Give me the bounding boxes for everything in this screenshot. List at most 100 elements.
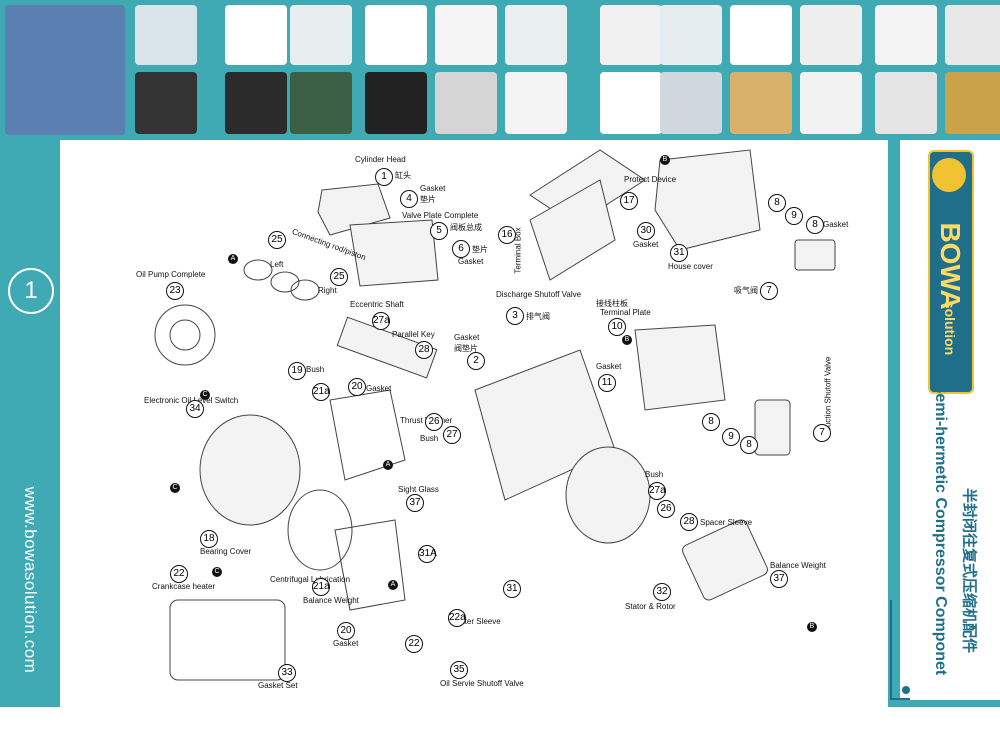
thumb-hinges[interactable] <box>365 72 427 134</box>
label-valve-plate: Valve Plate Complete <box>402 211 479 220</box>
callout-7: 7 <box>760 282 778 300</box>
thumb-controller[interactable] <box>505 72 567 134</box>
label-gasket-6: Gasket <box>458 257 484 266</box>
thumb-coil-tube[interactable] <box>800 5 862 65</box>
thumb-tools[interactable] <box>435 5 497 65</box>
callout-21a-b: 21a <box>312 578 330 596</box>
callout-5: 5 <box>430 222 448 240</box>
label-cn-10: 接线柱板 <box>596 299 628 308</box>
label-cn-3: 排气阀 <box>526 312 550 321</box>
label-discharge: Discharge Shutoff Valve <box>496 290 582 299</box>
thumb-pressure-switch-a[interactable] <box>730 72 792 134</box>
callout-33: 33 <box>278 664 296 682</box>
label-bush-19: Bush <box>306 365 325 374</box>
thumb-cylinder-tank[interactable] <box>505 5 567 65</box>
label-gasket-set: Gasket Set <box>258 681 298 690</box>
terminal-box-part <box>529 149 646 281</box>
marker-a2: A <box>383 460 393 470</box>
thumb-brass-valve[interactable] <box>875 72 937 134</box>
thumb-expansion-valve[interactable] <box>945 72 1000 134</box>
valve-plate-part <box>349 219 439 287</box>
callout-27a: 27a <box>648 482 666 500</box>
label-balance-37: Balance Weight <box>770 561 826 570</box>
callout-16: 16 <box>498 226 516 244</box>
callout-22: 22 <box>170 565 188 583</box>
thumb-ac-box[interactable] <box>435 72 497 134</box>
thumb-copper-fittings[interactable] <box>660 72 722 134</box>
gasket-20b-part <box>334 519 406 611</box>
callout-32: 32 <box>653 583 671 601</box>
centrifugal-part <box>287 489 353 571</box>
callout-21a: 21a <box>312 383 330 401</box>
callout-8d: 8 <box>740 436 758 454</box>
label-bush-27a: Bush <box>645 470 664 479</box>
marker-c3: C <box>212 567 222 577</box>
callout-30: 31 <box>670 244 688 262</box>
thumb-compact-unit[interactable] <box>135 72 197 134</box>
callout-31: 31 <box>503 580 521 598</box>
callout-18: 18 <box>200 530 218 548</box>
label-spacer: Spacer Sleeve <box>700 518 753 527</box>
marker-c2: C <box>170 483 180 493</box>
website-url[interactable]: www.bowasolution.com <box>21 486 40 674</box>
callout-20: 20 <box>348 378 366 396</box>
thumb-fittings[interactable] <box>660 5 722 65</box>
connecting-rod-part <box>243 259 320 301</box>
gasket-set-part <box>169 599 286 681</box>
oil-pump-part <box>154 304 216 366</box>
side-cover-part <box>634 324 726 411</box>
bullet-dot <box>902 686 910 694</box>
label-cn-1: 缸头 <box>395 171 411 180</box>
marker-b2: B <box>622 335 632 345</box>
callout-17: 17 <box>620 192 638 210</box>
callout-9: 9 <box>785 207 803 225</box>
callout-22a: 22a <box>448 609 466 627</box>
thumb-pressure-switch-b[interactable] <box>800 72 862 134</box>
label-cn-5: 阀板总成 <box>450 223 482 232</box>
thumb-wire-frame-unit[interactable] <box>225 5 287 65</box>
callout-11: 11 <box>598 374 616 392</box>
thumb-valve-pair[interactable] <box>600 5 662 65</box>
label-gasket-8: Gasket <box>823 220 849 229</box>
callout-19: 19 <box>288 362 306 380</box>
thumb-thermostat[interactable] <box>600 72 662 134</box>
label-gasket-29: Gasket <box>633 240 659 249</box>
callout-22b: 22 <box>405 635 423 653</box>
thumb-expansion-valves[interactable] <box>945 5 1000 65</box>
exploded-compressor-diagram <box>154 149 836 681</box>
frame-line <box>890 698 910 700</box>
thumb-rings[interactable] <box>730 5 792 65</box>
page-number: 1 <box>8 268 54 314</box>
callout-6: 6 <box>452 240 470 258</box>
marker-b: B <box>660 155 670 165</box>
frame-line <box>890 600 892 700</box>
label-eccentric: Eccentric Shaft <box>350 300 404 309</box>
callout-34: 34 <box>186 400 204 418</box>
thumb-frame-unit[interactable] <box>290 5 352 65</box>
thumb-condensing-unit-box[interactable] <box>135 5 197 65</box>
thumb-fan-grille[interactable] <box>290 72 352 134</box>
label-centrifugal: Centrifugal Lubrication <box>270 575 351 584</box>
callout-9b: 9 <box>722 428 740 446</box>
callout-28: 28 <box>680 513 698 531</box>
label-cn-7: 吸气阀 <box>734 286 758 295</box>
title-english: Semi-hermetic Compressor Componet <box>932 382 949 676</box>
label-suction: Suction Shutoff Valve <box>823 356 833 433</box>
thumb-brazing-parts[interactable] <box>875 5 937 65</box>
callout-7b: 7 <box>813 424 831 442</box>
label-parallel: Parallel Key <box>392 330 435 339</box>
marker-a3: A <box>388 580 398 590</box>
shutoff-valve-right-part <box>794 239 836 271</box>
callout-26: 26 <box>425 413 443 431</box>
callout-8b: 8 <box>806 216 824 234</box>
callout-8c: 8 <box>702 413 720 431</box>
thumb-green-unit[interactable] <box>225 72 287 134</box>
thumb-fan-blade[interactable] <box>365 5 427 65</box>
callout-29: 30 <box>637 222 655 240</box>
callout-8: 8 <box>768 194 786 212</box>
thumb-compressor-unit[interactable] <box>5 5 125 135</box>
callout-31a: 31A <box>418 545 437 563</box>
label-cn-4: 垫片 <box>420 195 436 204</box>
label-gasket-20b: Gasket <box>333 639 359 648</box>
label-terminal-plate: Terminal Plate <box>600 308 651 317</box>
